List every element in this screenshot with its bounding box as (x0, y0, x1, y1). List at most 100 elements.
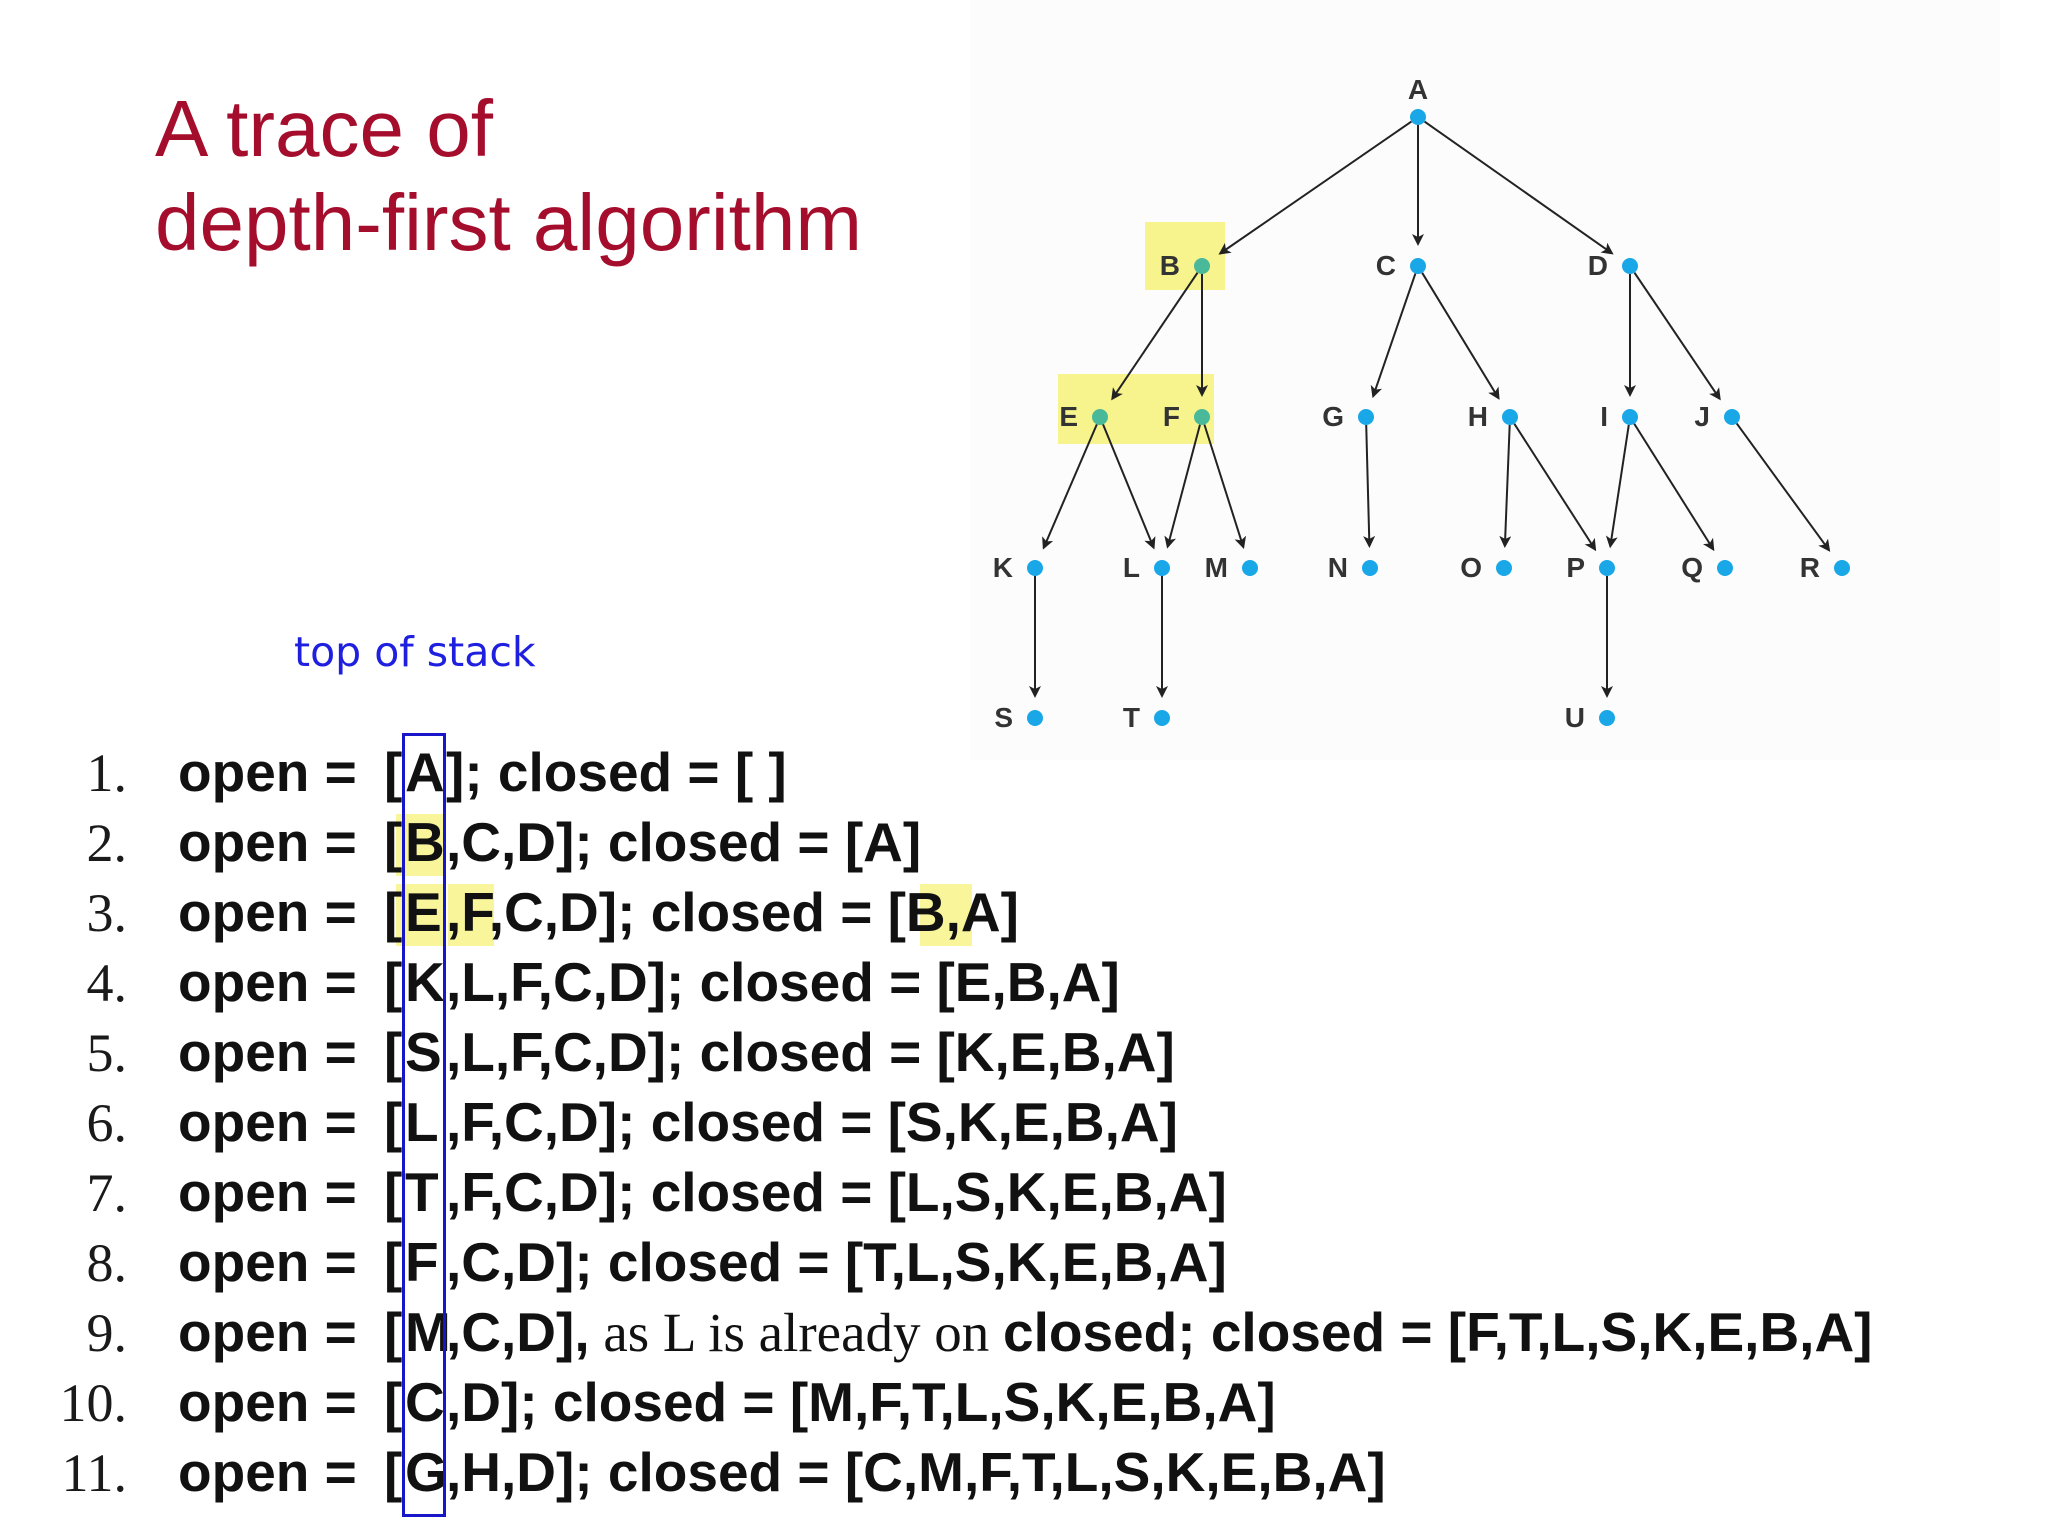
edge-f-m (1203, 424, 1247, 549)
trace-row: 1.open = [A]; closed = [ ] (0, 740, 2048, 810)
trace-step-number: 2. (86, 813, 128, 873)
node-label-i: I (1600, 401, 1608, 432)
trace-open-bracket: [ (384, 881, 403, 943)
trace-open-label: open = (178, 1441, 373, 1503)
node-label-c: C (1376, 250, 1396, 281)
trace-remainder: ,C,D]; closed = [A] (446, 810, 921, 874)
node-label-g: G (1322, 401, 1344, 432)
trace-row: 11.open = [G,H,D]; closed = [C,M,F,T,L,S… (0, 1440, 2048, 1510)
title-line-1: A trace of (155, 84, 493, 173)
node-b (1194, 258, 1210, 274)
trace-row: 9.open = [M,C,D], as L is already on clo… (0, 1300, 2048, 1370)
edge-a-d (1423, 120, 1614, 255)
node-f (1194, 409, 1210, 425)
trace-top-of-stack: C (405, 1371, 445, 1433)
node-m (1242, 560, 1258, 576)
node-u (1599, 710, 1615, 726)
trace-remainder-tail: closed; closed = [F,T,L,S,K,E,B,A] (1003, 1301, 1873, 1363)
node-e (1092, 409, 1108, 425)
trace-remainder: ,L,F,C,D]; closed = [E,B,A] (446, 950, 1120, 1014)
node-label-o: O (1460, 552, 1482, 583)
trace-open-label: open = (178, 1161, 373, 1223)
node-label-s: S (994, 702, 1013, 733)
edge-a-b (1218, 120, 1412, 255)
trace-top-of-stack: K (405, 951, 445, 1013)
edge-h-p (1513, 423, 1597, 552)
node-c (1410, 258, 1426, 274)
node-label-l: L (1123, 552, 1140, 583)
trace-open-label: open = (178, 1301, 373, 1363)
node-j (1724, 409, 1740, 425)
edge-i-p (1605, 424, 1630, 549)
trace-remainder-bold: ,H,D]; closed = [C,M,F,T,L,S,K,E,B,A] (446, 1441, 1386, 1503)
edge-f-l (1164, 424, 1201, 549)
trace-step-number: 5. (86, 1023, 128, 1083)
trace-step-number: 4. (86, 953, 128, 1013)
node-p (1599, 560, 1615, 576)
trace-row: 4. open = [K,L,F,C,D]; closed = [E,B,A] (0, 950, 2048, 1020)
trace-remainder: ,D]; closed = [M,F,T,L,S,K,E,B,A] (446, 1370, 1276, 1434)
edge-j-r (1735, 422, 1831, 552)
trace-remainder: ,C,D]; closed = [T,L,S,K,E,B,A] (446, 1230, 1227, 1294)
trace-open-bracket: [ (384, 1301, 403, 1363)
trace-remainder-bold: ,L,F,C,D]; closed = [K,E,B,A] (446, 1021, 1175, 1083)
trace-step-number: 6. (86, 1093, 128, 1153)
edge-e-l (1102, 424, 1156, 550)
node-label-p: P (1566, 552, 1585, 583)
trace-remainder: ,F,C,D]; closed = [S,K,E,B,A] (446, 1090, 1178, 1154)
trace-top-of-stack: S (405, 1021, 442, 1083)
node-k (1027, 560, 1043, 576)
trace-open-bracket: [ (384, 951, 403, 1013)
trace-remainder: ,F,C,D]; closed = [L,S,K,E,B,A] (446, 1160, 1227, 1224)
node-g (1358, 409, 1374, 425)
trace-row: 6.open = [L,F,C,D]; closed = [S,K,E,B,A] (0, 1090, 2048, 1160)
trace-top-of-stack: F (405, 1231, 439, 1293)
node-d (1622, 258, 1638, 274)
highlight-box-b (1145, 222, 1225, 290)
trace-remainder-bold: ,L,F,C,D]; closed = [E,B,A] (446, 951, 1120, 1013)
trace-open-label: open = (178, 1091, 373, 1153)
top-of-stack-box (402, 733, 446, 1517)
node-label-h: H (1468, 401, 1488, 432)
trace-highlight (920, 884, 972, 946)
node-n (1362, 560, 1378, 576)
node-label-f: F (1163, 401, 1180, 432)
trace-open-bracket: [ (384, 1231, 403, 1293)
trace-remainder-bold: ,D]; closed = [M,F,T,L,S,K,E,B,A] (446, 1371, 1276, 1433)
trace-open-bracket: [ (384, 1021, 403, 1083)
trace-remainder-bold: ,C,D]; closed = [T,L,S,K,E,B,A] (446, 1231, 1227, 1293)
trace-highlight (448, 884, 494, 946)
top-of-stack-label: top of stack (294, 628, 536, 676)
trace-open-bracket: [ (384, 1371, 403, 1433)
trace-open-bracket: [ (384, 811, 403, 873)
node-label-b: B (1160, 250, 1180, 281)
trace-remainder: ,L,F,C,D]; closed = [K,E,B,A] (446, 1020, 1175, 1084)
trace-top-of-stack: B (405, 811, 445, 873)
trace-remainder-bold: ,F,C,D]; closed = [B,A] (446, 881, 1019, 943)
edge-i-q (1633, 423, 1715, 552)
trace-remainder-note: as L is already on (589, 1302, 1003, 1363)
trace-remainder: ,C,D], as L is already on closed; closed… (446, 1300, 1872, 1364)
slide-title: A trace of depth-first algorithm (155, 82, 862, 270)
trace-open-label: open = (178, 1231, 373, 1293)
trace-remainder-bold: ,C,D], (446, 1301, 590, 1363)
highlight-box-e-f (1058, 374, 1214, 444)
node-i (1622, 409, 1638, 425)
trace-row: 2. open = [B,C,D]; closed = [A] (0, 810, 2048, 880)
node-q (1717, 560, 1733, 576)
trace-open-label: open = (178, 1371, 373, 1433)
node-label-r: R (1800, 552, 1820, 583)
node-label-a: A (1408, 74, 1428, 105)
trace-open-label: open = (178, 741, 373, 803)
node-label-q: Q (1681, 552, 1703, 583)
edge-h-o (1499, 424, 1512, 549)
edge-g-n (1363, 424, 1376, 549)
edge-e-k (1042, 423, 1098, 550)
trace-row: 10. open = [C,D]; closed = [M,F,T,L,S,K,E… (0, 1370, 2048, 1440)
trace-remainder-bold: ,C,D]; closed = [A] (446, 811, 922, 873)
trace-open-label: open = (178, 951, 373, 1013)
node-label-m: M (1205, 552, 1228, 583)
trace-step-number: 10. (59, 1373, 128, 1433)
trace-open-label: open = (178, 811, 373, 873)
